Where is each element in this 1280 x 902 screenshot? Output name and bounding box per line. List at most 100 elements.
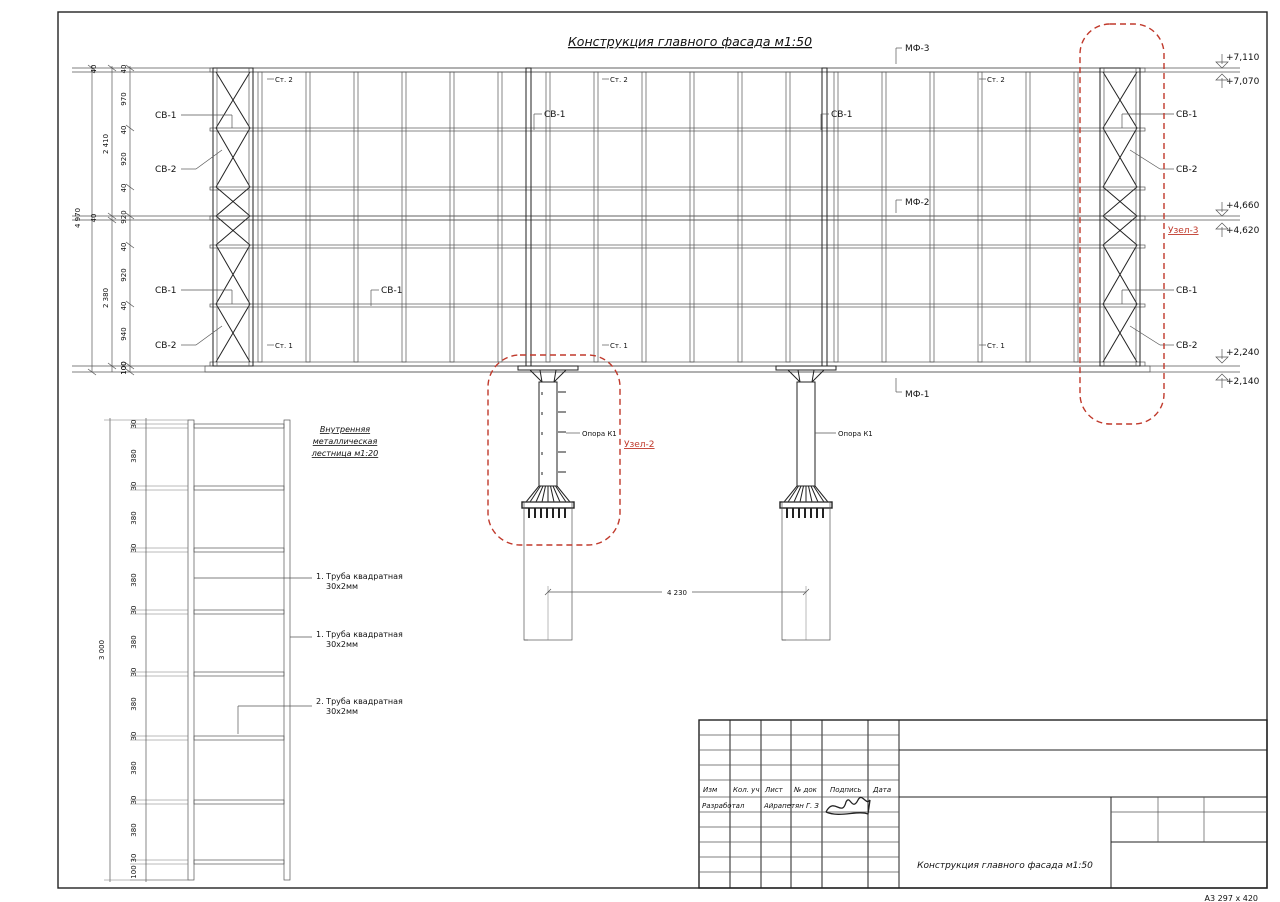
label-support-right: Опора К1 bbox=[838, 430, 873, 438]
stair-dim-value: 100 bbox=[130, 865, 138, 878]
dim-tick bbox=[125, 300, 135, 308]
tb-header: № док bbox=[793, 786, 818, 794]
facade-rail bbox=[209, 244, 1146, 249]
leader-line bbox=[1129, 149, 1161, 170]
support-base-rib bbox=[550, 485, 555, 503]
elev-triangle bbox=[1215, 73, 1229, 81]
facade-dim-value: 40 bbox=[120, 243, 128, 252]
dim-tick bbox=[125, 212, 135, 220]
facade-stud bbox=[929, 71, 935, 363]
dim-tick bbox=[125, 241, 135, 249]
stair-note-2b: 30x2мм bbox=[326, 640, 358, 649]
stair-dim-value: 30 bbox=[130, 482, 138, 491]
stair-dim-value: 380 bbox=[130, 761, 138, 774]
label-sv1-mid-c: СВ-1 bbox=[381, 286, 402, 296]
tb-author: Айрапетян Г. З bbox=[763, 802, 819, 810]
stair-rung bbox=[193, 735, 285, 741]
facade-dim-top: 40 bbox=[90, 65, 98, 74]
elev-triangle bbox=[1215, 209, 1229, 217]
anchor-bolt bbox=[552, 508, 554, 518]
facade-stud bbox=[1073, 71, 1079, 363]
stair-elevation: 3038030380303803038030380303803038030100… bbox=[98, 418, 403, 882]
stair-dim-value: 380 bbox=[130, 697, 138, 710]
label-mf2: МФ-2 bbox=[905, 198, 930, 208]
anchor-bolt bbox=[822, 508, 824, 518]
label-mf3: МФ-3 bbox=[905, 44, 930, 54]
support-cap-plate bbox=[517, 365, 579, 371]
elevation-mark: +7,070 bbox=[1226, 77, 1260, 87]
dim-tick bbox=[802, 588, 810, 596]
stair-dim-value: 380 bbox=[130, 823, 138, 836]
facade-stud bbox=[449, 71, 455, 363]
bay-brace bbox=[215, 244, 251, 305]
node2-label: Узел-2 bbox=[624, 440, 655, 450]
facade-rail bbox=[209, 303, 1146, 308]
elevation-mark: +4,620 bbox=[1226, 226, 1260, 236]
bay-brace bbox=[1102, 244, 1138, 305]
label-sv2-left-upper: СВ-2 bbox=[155, 165, 176, 175]
label-sv1-right-lower: СВ-1 bbox=[1176, 286, 1197, 296]
facade-stud bbox=[1025, 71, 1031, 363]
label-st2-b: Ст. 2 bbox=[610, 76, 628, 84]
support-base-rib bbox=[787, 485, 799, 503]
support-base-rib bbox=[541, 485, 546, 503]
label-sv2-right-upper: СВ-2 bbox=[1176, 165, 1197, 175]
bay-brace bbox=[1102, 71, 1138, 129]
facade-stud bbox=[353, 71, 359, 363]
bay-brace bbox=[1102, 127, 1138, 188]
stair-dim-value: 30 bbox=[130, 796, 138, 805]
dim-tick bbox=[125, 362, 135, 370]
braced-bay bbox=[1099, 67, 1141, 367]
tb-header: Изм bbox=[703, 786, 718, 794]
anchor-bolt bbox=[564, 508, 566, 518]
elevation-mark: +2,240 bbox=[1226, 348, 1260, 358]
support-base-rib bbox=[810, 485, 819, 503]
facade-dim-middle: 40 bbox=[90, 214, 98, 223]
sheet-border bbox=[57, 11, 1268, 889]
facade-stud bbox=[977, 71, 983, 363]
support-base-rib bbox=[799, 485, 804, 503]
support-cap-plate bbox=[775, 365, 837, 371]
bay-brace bbox=[1102, 186, 1138, 217]
support-base-rib bbox=[535, 485, 544, 503]
braced-bay bbox=[212, 67, 254, 367]
foundation-beam bbox=[204, 365, 1151, 373]
stair-dim-value: 30 bbox=[130, 668, 138, 677]
stair-rung bbox=[193, 859, 285, 865]
bay-brace bbox=[1102, 303, 1138, 363]
facade-stud bbox=[641, 71, 647, 363]
facade-dim-value: 40 bbox=[120, 65, 128, 74]
support-k1-right bbox=[775, 365, 837, 641]
dim-tick bbox=[107, 362, 117, 370]
facade-stud bbox=[593, 71, 599, 363]
elevation-mark: +7,110 bbox=[1226, 53, 1260, 63]
facade-rail bbox=[209, 186, 1146, 191]
support-rib bbox=[811, 369, 815, 383]
anchor-bolt bbox=[528, 508, 530, 518]
title-block-frame bbox=[698, 719, 1268, 889]
stair-left-stringer bbox=[187, 419, 195, 881]
anchor-bolt bbox=[546, 508, 548, 518]
facade-dim-value: 920 bbox=[120, 268, 128, 281]
stair-title-2: металлическая bbox=[313, 437, 378, 446]
support-k1-left bbox=[517, 365, 579, 641]
facade-dim-value: 100 bbox=[120, 361, 128, 374]
facade-stud bbox=[401, 71, 407, 363]
facade-dim-value: 40 bbox=[120, 126, 128, 135]
stair-rung bbox=[193, 423, 285, 429]
dim-tick bbox=[125, 183, 135, 191]
anchor-bolt bbox=[540, 508, 542, 518]
tb-header: Лист bbox=[764, 786, 784, 794]
tb-header: Кол. уч bbox=[733, 786, 759, 794]
stair-dim-value: 380 bbox=[130, 573, 138, 586]
support-rib bbox=[539, 369, 543, 383]
stair-dim-value: 380 bbox=[130, 635, 138, 648]
node3-label: Узел-3 bbox=[1168, 226, 1199, 236]
stair-dim-value: 30 bbox=[130, 544, 138, 553]
stair-dim-value: 30 bbox=[130, 732, 138, 741]
facade-dim-value: 40 bbox=[120, 184, 128, 193]
bay-brace bbox=[1102, 215, 1138, 246]
author-signature bbox=[825, 796, 871, 815]
